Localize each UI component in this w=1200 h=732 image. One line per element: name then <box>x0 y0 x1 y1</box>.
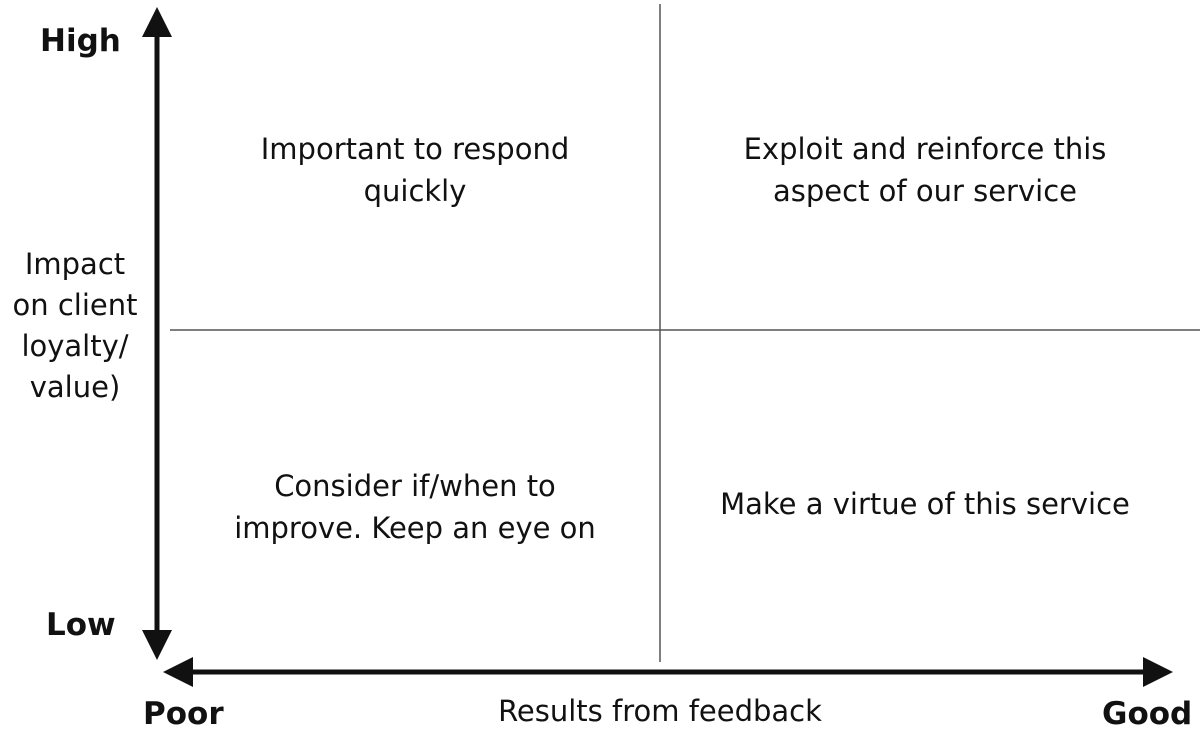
x-axis-poor-label: Poor <box>143 696 224 732</box>
quadrant-text-line: improve. Keep an eye on <box>234 511 596 545</box>
y-axis-title-line: Impact <box>24 247 126 281</box>
y-axis-low-label: Low <box>46 607 116 643</box>
quadrant-top-right: Exploit and reinforce this aspect of our… <box>690 128 1160 212</box>
quadrant-text-line: Consider if/when to <box>274 469 556 503</box>
quadrant-text-line: aspect of our service <box>773 174 1077 208</box>
y-axis-high-label: High <box>40 23 121 59</box>
x-axis-title: Results from feedback <box>498 694 822 728</box>
quadrant-bottom-right: Make a virtue of this service <box>680 483 1170 525</box>
y-axis-title-line: loyalty/ <box>21 329 129 363</box>
quadrant-top-left: Important to respond quickly <box>205 128 625 212</box>
quadrant-bottom-left: Consider if/when to improve. Keep an eye… <box>195 465 635 549</box>
y-axis-title: Impact on client loyalty/ value) <box>0 244 150 408</box>
quadrant-text-line: Important to respond <box>260 132 570 166</box>
y-axis-title-line: value) <box>29 370 121 404</box>
y-axis-title-line: on client <box>12 288 138 322</box>
x-axis-good-label: Good <box>1102 696 1193 732</box>
quadrant-text-line: Make a virtue of this service <box>720 487 1130 521</box>
quadrant-text-line: quickly <box>363 174 467 208</box>
quadrant-text-line: Exploit and reinforce this <box>743 132 1107 166</box>
